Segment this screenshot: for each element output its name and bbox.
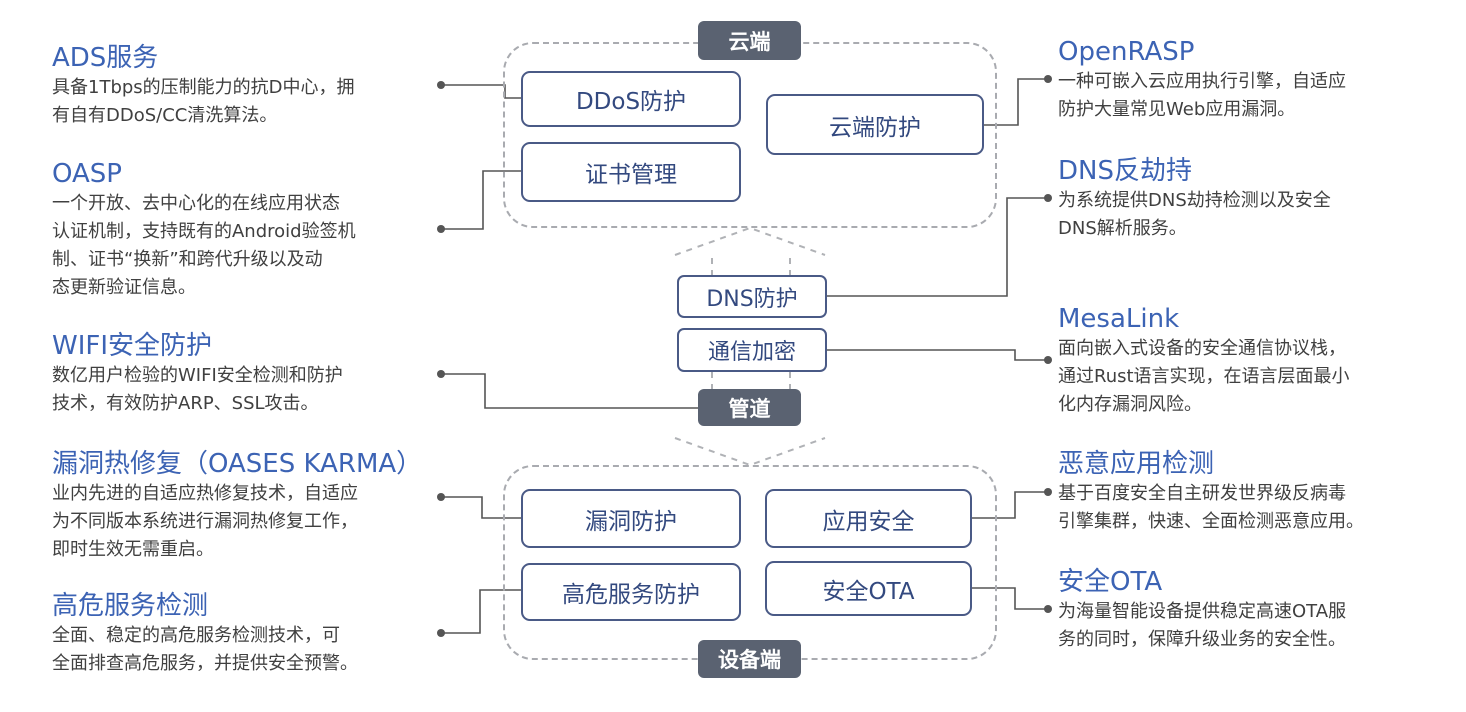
left-block-desc: 业内先进的自适应热修复技术，自适应 为不同版本系统进行漏洞热修复工作， 即时生效… — [52, 480, 422, 564]
node-vulnerability-protection[interactable]: 漏洞防护 — [521, 489, 741, 548]
connector-dot-highrisk — [437, 629, 445, 637]
left-block-title: WIFI安全防护 — [52, 331, 212, 361]
right-block-dns-hijack: DNS反劫持 为系统提供DNS劫持检测以及安全 DNS解析服务。 — [1058, 155, 1331, 243]
cloud-pipe-funnel — [674, 226, 826, 256]
right-block-desc: 基于百度安全自主研发世界级反病毒 引擎集群，快速、全面检测恶意应用。 — [1058, 480, 1364, 536]
desc-line: 数亿用户检验的WIFI安全检测和防护 — [52, 365, 343, 386]
right-block-openrasp: OpenRASP 一种可嵌入云应用执行引擎，自适应 防护大量常见Web应用漏洞。 — [1058, 36, 1346, 124]
right-block-title: 安全OTA — [1058, 567, 1163, 597]
connector-dot-wifi — [437, 370, 445, 378]
connector-dot-ota — [1044, 605, 1052, 613]
desc-line: 全面、稳定的高危服务检测技术，可 — [52, 625, 340, 646]
left-block-title: 高危服务检测 — [52, 591, 209, 621]
connector-karma — [441, 496, 522, 519]
left-block-highrisk: 高危服务检测 全面、稳定的高危服务检测技术，可 全面排查高危服务，并提供安全预警… — [52, 590, 358, 678]
connector-ota — [971, 587, 1048, 610]
desc-line: 引擎集群，快速、全面检测恶意应用。 — [1058, 511, 1364, 532]
left-block-wifi: WIFI安全防护 数亿用户检验的WIFI安全检测和防护 技术，有效防护ARP、S… — [52, 330, 343, 418]
desc-line: 一种可嵌入云应用执行引擎，自适应 — [1058, 71, 1346, 92]
node-certificate-management[interactable]: 证书管理 — [521, 142, 741, 202]
left-block-oasp: OASP 一个开放、去中心化的在线应用状态 认证机制，支持既有的Android验… — [52, 158, 356, 302]
connector-ads — [441, 84, 522, 99]
connector-malware — [971, 491, 1048, 519]
desc-line: 化内存漏洞风险。 — [1058, 394, 1202, 415]
connector-wifi — [441, 373, 698, 409]
node-cloud-protection[interactable]: 云端防护 — [766, 94, 984, 155]
right-block-mesalink: MesaLink 面向嵌入式设备的安全通信协议栈， 通过Rust语言实现，在语言… — [1058, 303, 1350, 419]
right-block-desc: 为海量智能设备提供稳定高速OTA服 务的同时，保障升级业务的安全性。 — [1058, 598, 1346, 654]
desc-line: 面向嵌入式设备的安全通信协议栈， — [1058, 338, 1346, 359]
cloud-zone-label: 云端 — [698, 21, 801, 60]
desc-line: 态更新验证信息。 — [52, 277, 196, 298]
desc-line: 有自有DDoS/CC清洗算法。 — [52, 105, 278, 126]
desc-line: 务的同时，保障升级业务的安全性。 — [1058, 629, 1346, 650]
right-block-desc: 为系统提供DNS劫持检测以及安全 DNS解析服务。 — [1058, 187, 1331, 243]
right-block-title: 恶意应用检测 — [1058, 449, 1215, 479]
desc-line: 一个开放、去中心化的在线应用状态 — [52, 193, 340, 214]
desc-line: 全面排查高危服务，并提供安全预警。 — [52, 653, 358, 674]
left-block-karma: 漏洞热修复（OASES KARMA） 业内先进的自适应热修复技术，自适应 为不同… — [52, 448, 422, 564]
node-application-security[interactable]: 应用安全 — [765, 489, 972, 548]
left-block-desc: 数亿用户检验的WIFI安全检测和防护 技术，有效防护ARP、SSL攻击。 — [52, 362, 343, 418]
desc-line: 具备1Tbps的压制能力的抗D中心，拥 — [52, 77, 355, 98]
desc-line: DNS解析服务。 — [1058, 218, 1187, 239]
connector-dot-malware — [1044, 488, 1052, 496]
left-block-title: 漏洞热修复（OASES KARMA） — [52, 449, 423, 479]
left-block-title: OASP — [52, 159, 122, 189]
pipe-zone-label: 管道 — [698, 389, 801, 426]
connector-dot-oasp — [437, 225, 445, 233]
left-block-desc: 全面、稳定的高危服务检测技术，可 全面排查高危服务，并提供安全预警。 — [52, 622, 358, 678]
right-block-desc: 面向嵌入式设备的安全通信协议栈， 通过Rust语言实现，在语言层面最小 化内存漏… — [1058, 335, 1350, 419]
desc-line: 为不同版本系统进行漏洞热修复工作， — [52, 511, 358, 532]
desc-line: 为海量智能设备提供稳定高速OTA服 — [1058, 601, 1347, 622]
connector-dot-dnshijack — [1044, 194, 1052, 202]
connector-mesalink — [826, 349, 1048, 361]
connector-dnshijack — [826, 197, 1048, 297]
right-block-title: DNS反劫持 — [1058, 156, 1192, 186]
right-block-secure-ota: 安全OTA 为海量智能设备提供稳定高速OTA服 务的同时，保障升级业务的安全性。 — [1058, 566, 1346, 654]
node-dns-protection[interactable]: DNS防护 — [677, 275, 827, 318]
connector-openrasp — [983, 78, 1048, 126]
left-block-ads: ADS服务 具备1Tbps的压制能力的抗D中心，拥 有自有DDoS/CC清洗算法… — [52, 42, 355, 130]
left-block-desc: 一个开放、去中心化的在线应用状态 认证机制，支持既有的Android验签机 制、… — [52, 190, 356, 302]
node-ddos-protection[interactable]: DDoS防护 — [521, 71, 741, 127]
desc-line: 制、证书“换新”和跨代升级以及动 — [52, 249, 323, 270]
node-communication-encryption[interactable]: 通信加密 — [677, 328, 827, 372]
desc-line: 通过Rust语言实现，在语言层面最小 — [1058, 366, 1350, 387]
desc-line: 认证机制，支持既有的Android验签机 — [52, 221, 356, 242]
left-block-title: ADS服务 — [52, 43, 159, 73]
desc-line: 防护大量常见Web应用漏洞。 — [1058, 99, 1296, 120]
device-zone-label: 设备端 — [698, 640, 801, 678]
desc-line: 业内先进的自适应热修复技术，自适应 — [52, 483, 358, 504]
node-high-risk-service-protection[interactable]: 高危服务防护 — [521, 563, 741, 621]
connector-dot-ads — [437, 81, 445, 89]
right-block-malware-detection: 恶意应用检测 基于百度安全自主研发世界级反病毒 引擎集群，快速、全面检测恶意应用… — [1058, 448, 1364, 536]
desc-line: 技术，有效防护ARP、SSL攻击。 — [52, 393, 319, 414]
node-secure-ota[interactable]: 安全OTA — [765, 561, 972, 616]
connector-dot-mesalink — [1044, 356, 1052, 364]
desc-line: 为系统提供DNS劫持检测以及安全 — [1058, 190, 1331, 211]
desc-line: 即时生效无需重启。 — [52, 539, 214, 560]
right-block-desc: 一种可嵌入云应用执行引擎，自适应 防护大量常见Web应用漏洞。 — [1058, 68, 1346, 124]
right-block-title: MesaLink — [1058, 304, 1180, 334]
right-block-title: OpenRASP — [1058, 37, 1195, 67]
connector-dot-openrasp — [1044, 75, 1052, 83]
connector-highrisk — [441, 589, 522, 634]
left-block-desc: 具备1Tbps的压制能力的抗D中心，拥 有自有DDoS/CC清洗算法。 — [52, 74, 355, 130]
desc-line: 基于百度安全自主研发世界级反病毒 — [1058, 483, 1346, 504]
device-pipe-funnel — [674, 437, 826, 467]
connector-oasp — [441, 170, 522, 230]
connector-dot-karma — [437, 493, 445, 501]
